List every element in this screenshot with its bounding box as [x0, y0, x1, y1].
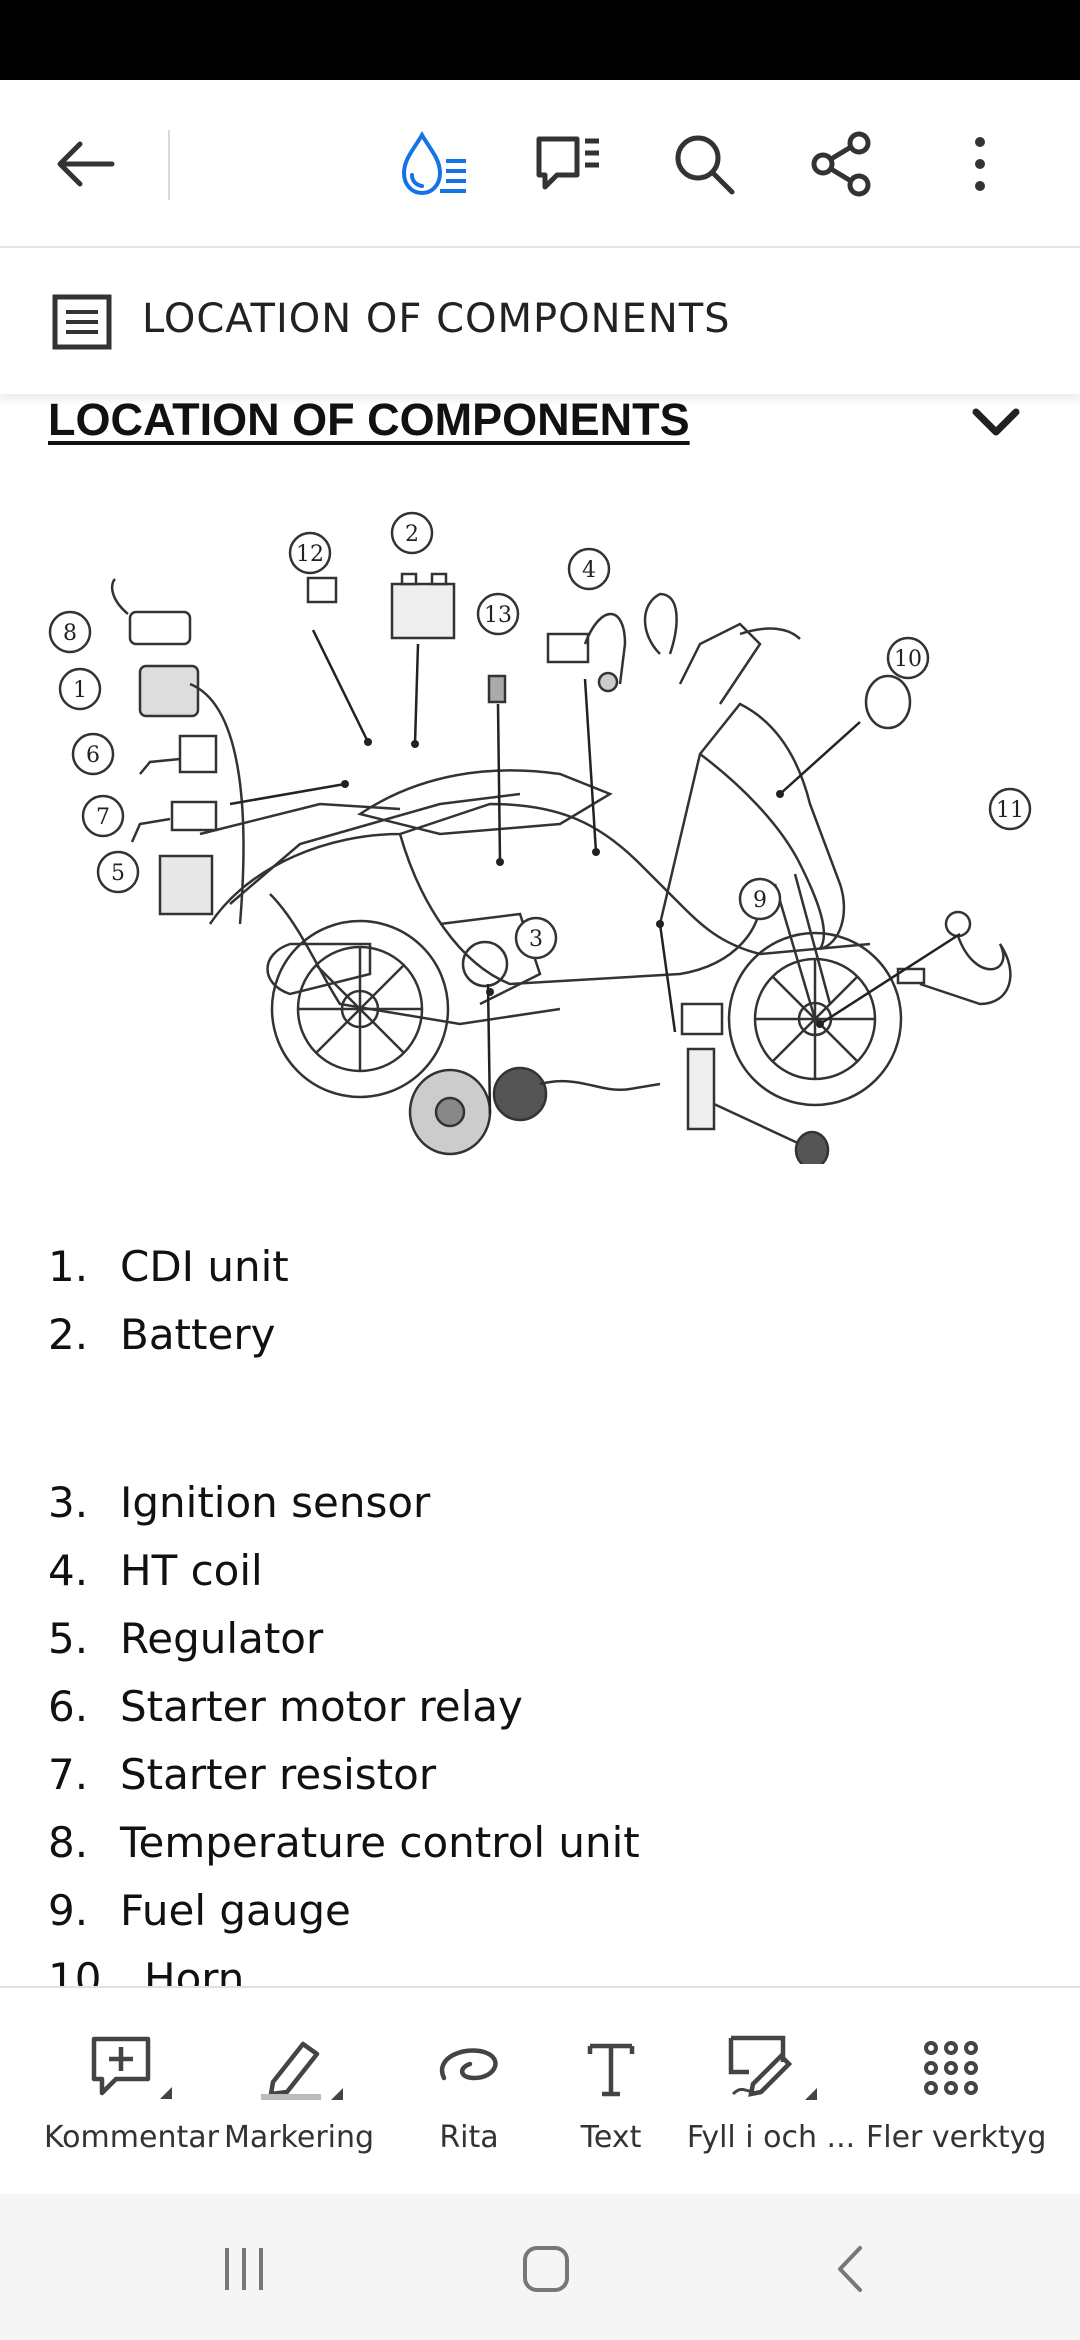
top-toolbar	[0, 80, 1080, 248]
add-comment-icon	[91, 2036, 172, 2099]
list-item: 1. CDI unit	[48, 1232, 1028, 1300]
callout-3: 3	[529, 927, 543, 952]
callout-5: 5	[111, 861, 125, 886]
list-item-number: 8.	[48, 1817, 89, 1867]
callout-10: 10	[894, 647, 922, 672]
more-tools-button[interactable]: Fler verktyg	[866, 2028, 1047, 2178]
more-tools-icon	[924, 2041, 978, 2095]
list-item: 6. Starter motor relay	[48, 1672, 1028, 1740]
list-item-number: 7.	[48, 1749, 89, 1799]
list-item-label: Horn	[144, 1953, 245, 1987]
recent-apps-icon	[225, 2248, 263, 2290]
callout-8: 8	[63, 621, 77, 646]
liquid-mode-button[interactable]	[384, 114, 484, 214]
list-item-number: 1.	[48, 1241, 89, 1291]
recent-apps-button[interactable]	[204, 2234, 284, 2304]
highlighter-icon	[261, 2041, 343, 2100]
list-item-label: Fuel gauge	[120, 1885, 351, 1935]
tool-label: Text	[580, 2120, 642, 2155]
list-item: 4. HT coil	[48, 1536, 1028, 1604]
list-item-number: 5.	[48, 1613, 89, 1663]
list-item-number: 4.	[48, 1545, 89, 1595]
list-gap	[48, 1368, 1028, 1468]
more-vertical-icon	[975, 137, 985, 191]
text-icon	[587, 2043, 635, 2097]
share-icon	[811, 131, 871, 197]
list-item-label: Battery	[120, 1309, 276, 1359]
list-item: 10. Horn	[48, 1944, 1028, 1987]
list-item-number: 10.	[48, 1953, 115, 1987]
outline-list-icon	[52, 294, 112, 350]
arrow-left-icon	[57, 141, 115, 187]
toolbar-divider	[168, 130, 170, 200]
system-back-button[interactable]	[810, 2234, 890, 2304]
search-icon	[675, 135, 735, 195]
list-item: 9. Fuel gauge	[48, 1876, 1028, 1944]
tool-label: Rita	[439, 2120, 499, 2155]
list-item-label: Starter motor relay	[120, 1681, 523, 1731]
callout-7: 7	[96, 805, 110, 830]
outline-title: LOCATION OF COMPONENTS	[142, 296, 731, 342]
search-button[interactable]	[654, 114, 754, 214]
callout-2: 2	[405, 522, 419, 547]
list-item: 5. Regulator	[48, 1604, 1028, 1672]
list-item-number: 3.	[48, 1477, 89, 1527]
home-icon	[523, 2246, 569, 2292]
list-item-label: CDI unit	[120, 1241, 289, 1291]
callout-11: 11	[996, 798, 1024, 823]
list-item-label: Regulator	[120, 1613, 324, 1663]
highlight-tool-button[interactable]: Markering	[214, 2028, 384, 2178]
more-options-button[interactable]	[930, 114, 1030, 214]
callout-1: 1	[73, 678, 87, 703]
fill-sign-icon	[728, 2035, 817, 2100]
list-item-label: HT coil	[120, 1545, 263, 1595]
text-tool-button[interactable]: Text	[526, 2028, 696, 2178]
list-item-number: 6.	[48, 1681, 89, 1731]
list-item: 7. Starter resistor	[48, 1740, 1028, 1808]
outline-bar[interactable]: LOCATION OF COMPONENTS	[0, 250, 1080, 394]
list-item: 2. Battery	[48, 1300, 1028, 1368]
share-button[interactable]	[792, 114, 892, 214]
back-icon	[838, 2246, 862, 2292]
tool-label: Markering	[223, 2120, 375, 2155]
draw-icon	[439, 2048, 498, 2081]
pdf-document-view[interactable]: LOCATION OF COMPONENTS	[0, 394, 1080, 1986]
comment-tool-button[interactable]: Kommentar	[44, 2028, 219, 2178]
callout-4: 4	[582, 558, 596, 583]
status-bar	[0, 0, 1080, 80]
bottom-tools-bar: Kommentar Markering Rita Text	[0, 1986, 1080, 2194]
comments-icon	[536, 136, 599, 190]
list-item-label: Starter resistor	[120, 1749, 437, 1799]
list-item: 3. Ignition sensor	[48, 1468, 1028, 1536]
liquid-mode-icon	[401, 130, 466, 196]
callout-9: 9	[753, 888, 767, 913]
chevron-down-icon[interactable]	[968, 402, 1024, 442]
system-navigation-bar	[0, 2194, 1080, 2340]
home-button[interactable]	[506, 2234, 586, 2304]
scooter-components-diagram: 8 1 6 7 5 2 12 4 13 10 11 3 9	[48, 511, 1032, 1164]
callout-12: 12	[296, 542, 324, 567]
tool-label: Fyll i och ...	[686, 2120, 856, 2155]
comments-button[interactable]	[518, 114, 618, 214]
components-list: 1. CDI unit 2. Battery 3. Ignition senso…	[48, 1232, 1028, 1987]
list-item-label: Ignition sensor	[120, 1477, 431, 1527]
list-item-label: Temperature control unit	[120, 1817, 640, 1867]
list-item: 8. Temperature control unit	[48, 1808, 1028, 1876]
document-heading: LOCATION OF COMPONENTS	[48, 394, 690, 445]
list-item-number: 9.	[48, 1885, 89, 1935]
fill-sign-tool-button[interactable]: Fyll i och ...	[686, 2028, 856, 2178]
tool-label: Fler verktyg	[866, 2120, 1047, 2155]
callout-6: 6	[86, 743, 100, 768]
tool-label: Kommentar	[44, 2120, 219, 2155]
list-item-number: 2.	[48, 1309, 89, 1359]
back-button[interactable]	[34, 114, 134, 214]
callout-13: 13	[484, 603, 512, 628]
draw-tool-button[interactable]: Rita	[384, 2028, 554, 2178]
